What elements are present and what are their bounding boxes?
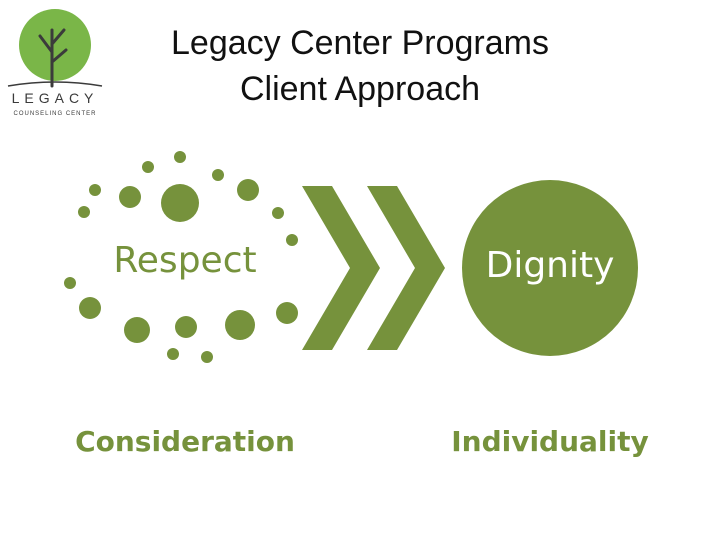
- consideration-caption: Consideration: [75, 425, 295, 458]
- legacy-logo: LEGACY COUNSELING CENTER: [0, 0, 110, 125]
- ring-dot: [89, 184, 101, 196]
- logo-tree-trunk: [38, 28, 68, 88]
- ring-dot: [142, 161, 154, 173]
- chevron-arrows: [302, 186, 445, 350]
- ring-dot: [272, 207, 284, 219]
- slide-title: Legacy Center Programs Client Approach: [130, 20, 590, 112]
- dignity-circle: [462, 180, 638, 356]
- logo-wordmark: LEGACY: [12, 90, 99, 106]
- logo-tree-foliage: [19, 9, 91, 81]
- ring-dot: [286, 234, 298, 246]
- ring-dot: [174, 151, 186, 163]
- chevron-2: [367, 186, 445, 350]
- ring-dot: [79, 297, 101, 319]
- ring-dot: [212, 169, 224, 181]
- ring-dot: [124, 317, 150, 343]
- ring-dot: [175, 316, 197, 338]
- ring-dot: [64, 277, 76, 289]
- ring-dot: [225, 310, 255, 340]
- ring-dot: [167, 348, 179, 360]
- title-line-1: Legacy Center Programs: [171, 24, 549, 62]
- logo-subtext: COUNSELING CENTER: [13, 111, 96, 117]
- ring-dot: [119, 186, 141, 208]
- chevron-1: [302, 186, 380, 350]
- individuality-caption: Individuality: [451, 425, 649, 458]
- ring-dot: [201, 351, 213, 363]
- approach-diagram: [64, 151, 638, 363]
- logo-ground: [7, 81, 103, 87]
- respect-dot-ring: [64, 151, 298, 363]
- ring-dot: [161, 184, 199, 222]
- title-line-2: Client Approach: [239, 70, 481, 108]
- ring-dot: [237, 179, 259, 201]
- ring-dot: [276, 302, 298, 324]
- respect-label: Respect: [113, 240, 257, 281]
- ring-dot: [78, 206, 90, 218]
- dignity-label: Dignity: [485, 245, 615, 286]
